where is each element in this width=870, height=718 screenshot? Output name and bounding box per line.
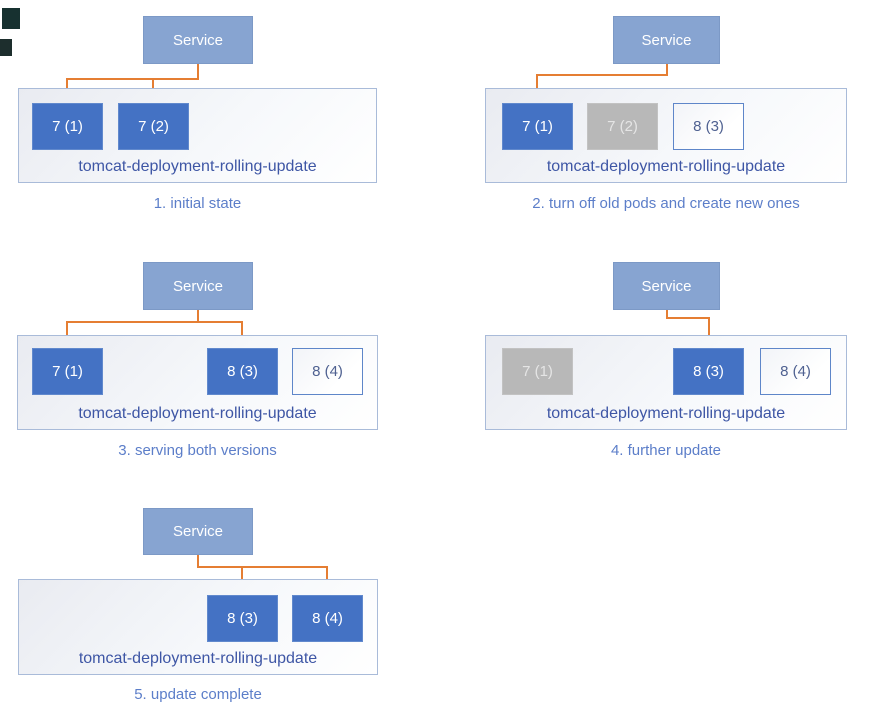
pod-box: 7 (2): [587, 103, 658, 150]
pod-label: 7 (1): [522, 118, 553, 135]
pod-box: 7 (1): [32, 348, 103, 395]
pod-label: 8 (4): [780, 363, 811, 380]
pod-box: 8 (3): [207, 348, 278, 395]
pod-label: 8 (4): [312, 363, 343, 380]
service-label: Service: [641, 277, 692, 295]
service-label: Service: [172, 277, 224, 295]
pod-label: 8 (3): [693, 118, 724, 135]
panel-serving-both-versions: Service tomcat-deployment-rolling-update…: [0, 240, 435, 480]
step-caption: 1. initial state: [153, 195, 242, 212]
panel-initial-state: Service tomcat-deployment-rolling-update…: [0, 0, 435, 240]
step-caption: 3. serving both versions: [118, 442, 277, 459]
step-caption: 2. turn off old pods and create new ones: [532, 195, 800, 212]
deployment-label: tomcat-deployment-rolling-update: [546, 405, 786, 422]
service-box: Service: [613, 16, 720, 64]
service-box: Service: [143, 262, 253, 310]
pod-label: 7 (2): [607, 118, 638, 135]
artifact-mark: [2, 8, 20, 29]
pod-box: 7 (1): [502, 348, 573, 395]
pod-label: 8 (3): [227, 363, 258, 380]
step-caption: 5. update complete: [134, 686, 262, 703]
service-box: Service: [613, 262, 720, 310]
pod-box: 7 (1): [502, 103, 573, 150]
pod-label: 8 (3): [227, 610, 258, 627]
pod-box: 7 (2): [118, 103, 189, 150]
panel-turn-off-old-pods: Service tomcat-deployment-rolling-update…: [435, 0, 870, 240]
deployment-label: tomcat-deployment-rolling-update: [78, 405, 317, 422]
pod-box: 7 (1): [32, 103, 103, 150]
pod-box: 8 (4): [760, 348, 831, 395]
panel-update-complete: Service tomcat-deployment-rolling-update…: [0, 480, 435, 718]
pod-label: 7 (1): [522, 363, 553, 380]
step-caption: 4. further update: [610, 442, 722, 459]
panel-further-update: Service tomcat-deployment-rolling-update…: [435, 240, 870, 480]
pod-label: 8 (4): [312, 610, 343, 627]
pod-box: 8 (4): [292, 348, 363, 395]
deployment-label: tomcat-deployment-rolling-update: [78, 158, 317, 175]
service-box: Service: [143, 508, 253, 555]
pod-box: 8 (3): [673, 103, 744, 150]
pod-label: 8 (3): [693, 363, 724, 380]
pod-box: 8 (3): [673, 348, 744, 395]
pod-label: 7 (2): [138, 118, 169, 135]
service-box: Service: [143, 16, 253, 64]
deployment-label: tomcat-deployment-rolling-update: [546, 158, 786, 175]
pod-label: 7 (1): [52, 118, 83, 135]
deployment-label: tomcat-deployment-rolling-update: [78, 650, 318, 667]
pod-box: 8 (4): [292, 595, 363, 642]
service-label: Service: [172, 523, 224, 540]
service-label: Service: [641, 31, 692, 49]
pod-box: 8 (3): [207, 595, 278, 642]
artifact-mark: [0, 39, 12, 56]
pod-label: 7 (1): [52, 363, 83, 380]
service-label: Service: [172, 31, 224, 49]
